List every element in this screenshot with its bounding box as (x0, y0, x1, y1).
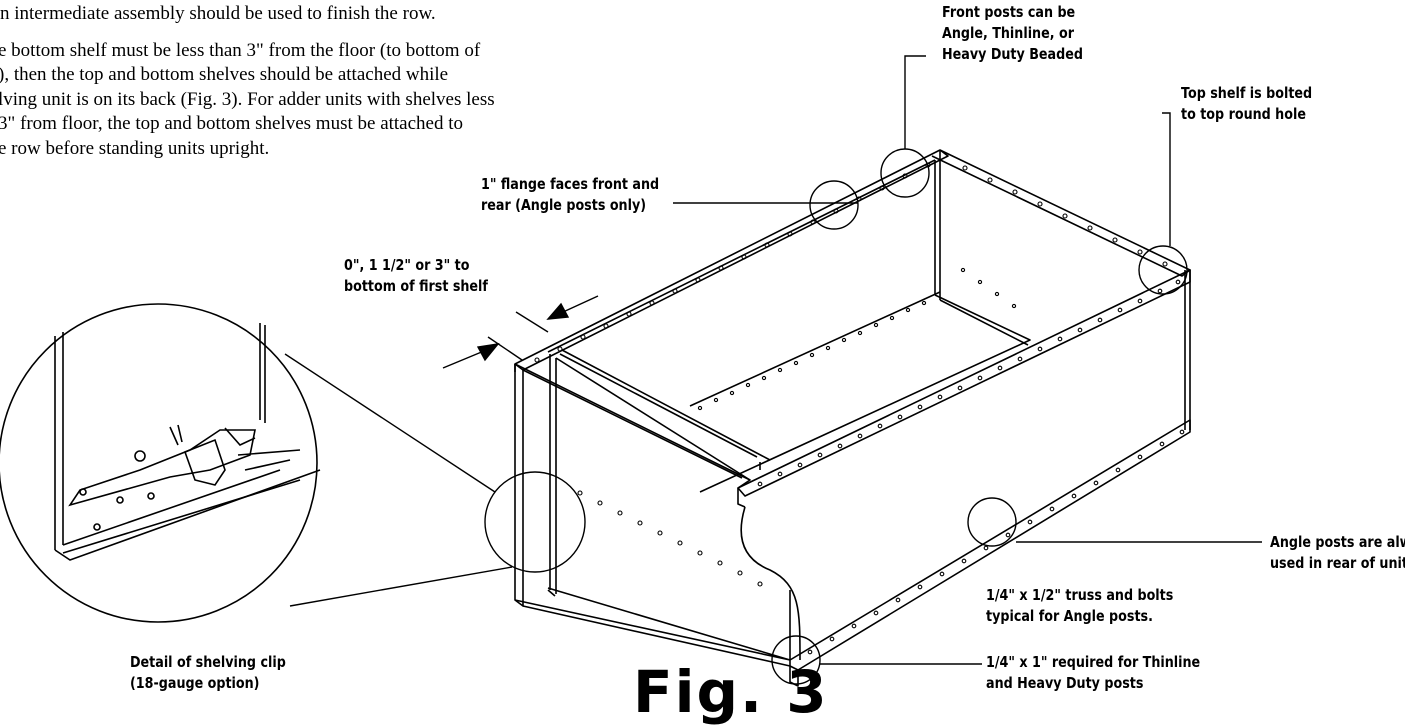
clip-detail-view (0, 303, 321, 623)
callout-line: (18-gauge option) (130, 674, 260, 692)
right-post (1184, 270, 1191, 430)
callout-line: Detail of shelving clip (130, 653, 286, 671)
callout-line: to top round hole (1181, 105, 1306, 123)
top-front-rail (737, 269, 1191, 497)
top-side-rail (931, 149, 1191, 277)
callout-line: 1/4" x 1" required for Thinline (986, 653, 1201, 671)
front-posts-callout: Front posts can be Angle, Thinline, or H… (942, 2, 1083, 65)
callout-line: Angle posts are always (1270, 533, 1405, 551)
instruction-line: e row before standing units upright. (0, 137, 270, 159)
callout-line: typical for Angle posts. (986, 607, 1153, 625)
instruction-line-1: n intermediate assembly should be used t… (0, 3, 436, 24)
instruction-paragraph-2: e bottom shelf must be less than 3" from… (0, 39, 700, 162)
inner-rail-holes (697, 300, 927, 411)
bottom-rail-holes (807, 429, 1185, 655)
callout-line: 1/4" x 1/2" truss and bolts (986, 586, 1174, 604)
callout-line: used in rear of unit (1270, 554, 1405, 572)
first-shelf-callout: 0", 1 1/2" or 3" to bottom of first shel… (344, 255, 488, 297)
front-rail-holes (757, 279, 1181, 487)
bolt-circle (771, 635, 821, 685)
callout-line: rear (Angle posts only) (481, 196, 647, 214)
flange-circle (809, 180, 859, 230)
detail-callout: Detail of shelving clip (18-gauge option… (130, 652, 286, 694)
top-shelf-circle (1138, 245, 1188, 295)
flange-callout: 1" flange faces front and rear (Angle po… (481, 174, 659, 216)
callout-line: Heavy Duty Beaded (942, 45, 1083, 63)
callout-line: 0", 1 1/2" or 3" to (344, 256, 470, 274)
instructions-text: n intermediate assembly should be used t… (0, 2, 700, 173)
instruction-line: 3" from floor, the top and bottom shelve… (0, 113, 464, 134)
shelving-unit-drawing (0, 55, 1262, 687)
truss-bolts-callout: 1/4" x 1/2" truss and bolts typical for … (986, 585, 1173, 627)
instruction-line: e bottom shelf must be less than 3" from… (0, 39, 481, 61)
callout-line: Angle, Thinline, or (942, 24, 1074, 42)
callout-line: and Heavy Duty posts (986, 674, 1144, 692)
top-back-rail (514, 149, 949, 371)
angle-posts-callout: Angle posts are always used in rear of u… (1270, 532, 1405, 574)
instruction-line: lving unit is on its back (Fig. 3). For … (0, 88, 495, 110)
callout-line: 1" flange faces front and (481, 175, 660, 193)
figure-title: Fig. 3 (633, 658, 829, 726)
top-side-rail-holes (962, 165, 1168, 267)
callout-line: Front posts can be (942, 3, 1076, 21)
angle-post-circle (967, 497, 1017, 547)
clip-circle (484, 471, 586, 573)
required-bolts-callout: 1/4" x 1" required for Thinline and Heav… (986, 652, 1200, 694)
instruction-line: ), then the top and bottom shelves shoul… (0, 64, 449, 85)
left-post (514, 364, 524, 607)
callout-line: bottom of first shelf (344, 277, 488, 295)
top-shelf-callout: Top shelf is bolted to top round hole (1181, 83, 1312, 125)
side-panel-holes (577, 267, 1017, 587)
front-post-circle (880, 148, 930, 198)
bottom-front-rail (789, 419, 1191, 671)
callout-line: Top shelf is bolted (1181, 84, 1313, 102)
